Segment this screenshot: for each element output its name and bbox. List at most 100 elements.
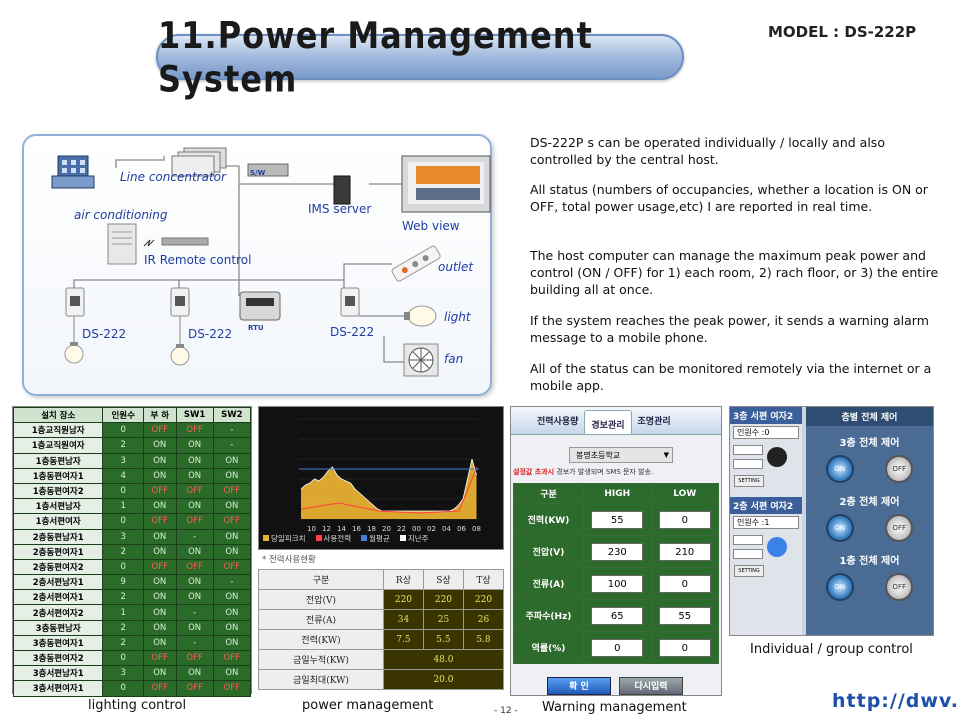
status-cell[interactable]: ON <box>142 604 177 621</box>
status-cell[interactable]: ON <box>175 589 214 606</box>
status-cell[interactable]: OFF <box>142 422 177 439</box>
location-cell: 1층서편남자 <box>12 498 104 515</box>
status-cell[interactable]: OFF <box>175 649 214 667</box>
status-cell[interactable]: ON <box>175 574 214 591</box>
threshold-label: 전압(V) <box>513 535 584 568</box>
status-cell[interactable]: ON <box>142 437 177 454</box>
building-icon <box>51 155 95 189</box>
threshold-low-input[interactable]: 0 <box>658 574 711 593</box>
status-cell[interactable]: ON <box>175 665 214 682</box>
floor-on-button[interactable]: ON <box>825 514 854 542</box>
system-diagram: Line concentrator S/W IMS server Web vie… <box>22 134 492 396</box>
status-cell[interactable]: ON <box>175 619 214 636</box>
status-cell[interactable]: ON <box>142 498 177 515</box>
status-cell[interactable]: ON <box>142 665 177 682</box>
tab-alarm-management[interactable]: 경보관리 <box>584 410 632 434</box>
power-value: 220 <box>422 589 464 610</box>
status-cell[interactable]: ON <box>212 589 252 606</box>
status-cell[interactable]: OFF <box>142 482 177 500</box>
status-cell[interactable]: OFF <box>175 558 214 576</box>
room-card-1-input-1[interactable] <box>733 445 763 455</box>
status-cell[interactable]: OFF <box>142 649 177 667</box>
legend-item: 지난주 <box>399 533 429 544</box>
status-cell[interactable]: OFF <box>212 649 252 667</box>
room-card-1-setting-button[interactable]: SETTING <box>734 475 764 487</box>
ir-remote-icon <box>161 237 209 246</box>
status-cell[interactable]: ON <box>212 604 252 621</box>
status-cell[interactable]: ON <box>175 437 214 454</box>
status-cell[interactable]: ON <box>142 543 177 560</box>
status-cell[interactable]: OFF <box>212 558 252 576</box>
status-cell[interactable]: - <box>212 437 252 454</box>
floor-off-button[interactable]: OFF <box>885 514 914 542</box>
status-cell[interactable]: ON <box>212 452 252 469</box>
status-cell[interactable]: ON <box>142 528 177 545</box>
line-concentrator-label: Line concentrator <box>120 170 226 184</box>
reenter-button[interactable]: 다시입력 <box>619 677 683 695</box>
status-cell[interactable]: OFF <box>212 482 252 500</box>
floor-on-button[interactable]: ON <box>825 455 854 483</box>
room-card-1-input-2[interactable] <box>733 459 763 469</box>
status-cell[interactable]: ON <box>212 467 252 484</box>
tab-power-usage[interactable]: 전력사용량 <box>537 417 579 427</box>
site-url[interactable]: http://dwv.kr <box>832 690 960 712</box>
threshold-low-input[interactable]: 55 <box>658 606 711 625</box>
room-card-2-setting-button[interactable]: SETTING <box>734 565 764 577</box>
status-cell[interactable]: OFF <box>175 422 214 439</box>
status-cell[interactable]: ON <box>212 665 252 682</box>
status-cell[interactable]: OFF <box>142 680 177 697</box>
status-indicator-on <box>767 537 787 557</box>
floor-off-button[interactable]: OFF <box>885 455 914 483</box>
status-cell[interactable]: ON <box>142 589 177 606</box>
threshold-high-input[interactable]: 100 <box>591 574 644 593</box>
status-cell[interactable]: OFF <box>175 482 214 500</box>
status-cell[interactable]: ON <box>175 498 214 515</box>
legend-swatch <box>399 535 406 541</box>
room-card-2-input-1[interactable] <box>733 535 763 545</box>
threshold-low-input[interactable]: 0 <box>658 638 711 657</box>
lighting-caption: lighting control <box>88 698 187 713</box>
threshold-high-input[interactable]: 55 <box>591 510 644 529</box>
confirm-button[interactable]: 확 인 <box>547 677 611 695</box>
threshold-high-input[interactable]: 0 <box>591 638 644 657</box>
status-cell[interactable]: ON <box>142 467 177 484</box>
status-cell[interactable]: ON <box>142 574 177 591</box>
threshold-high-input[interactable]: 230 <box>591 542 644 561</box>
description-paragraph-3: The host computer can manage the maximum… <box>530 248 939 297</box>
status-cell[interactable]: OFF <box>142 513 177 530</box>
status-cell[interactable]: ON <box>175 467 214 484</box>
status-cell[interactable]: OFF <box>175 680 214 697</box>
status-cell[interactable]: - <box>175 634 214 652</box>
school-select[interactable]: 봉명초등학교 ▼ <box>569 447 673 463</box>
status-cell[interactable]: ON <box>212 619 252 636</box>
room-card-2-input-2[interactable] <box>733 549 763 559</box>
status-cell[interactable]: ON <box>212 634 252 652</box>
status-cell[interactable]: OFF <box>142 558 177 576</box>
status-cell[interactable]: ON <box>142 619 177 636</box>
status-cell[interactable]: ON <box>142 452 177 469</box>
status-cell[interactable]: - <box>175 604 214 621</box>
threshold-low-input[interactable]: 0 <box>658 510 711 529</box>
location-cell: 2층동편여자1 <box>12 543 104 560</box>
status-cell[interactable]: - <box>212 422 252 439</box>
status-cell[interactable]: ON <box>212 498 252 515</box>
alarm-note: 설정값 초과시 경보가 발생되며 SMS 문자 발송. <box>513 467 721 477</box>
status-cell[interactable]: ON <box>212 528 252 545</box>
status-cell[interactable]: OFF <box>212 680 252 697</box>
status-cell[interactable]: ON <box>212 543 252 560</box>
floor-off-button[interactable]: OFF <box>885 573 914 601</box>
status-cell[interactable]: ON <box>142 634 177 652</box>
status-cell[interactable]: ON <box>175 543 214 560</box>
status-cell[interactable]: - <box>175 528 214 545</box>
tab-lighting-management[interactable]: 조명관리 <box>637 417 671 427</box>
status-cell[interactable]: ON <box>175 452 214 469</box>
status-cell[interactable]: OFF <box>212 513 252 530</box>
status-cell[interactable]: OFF <box>175 513 214 530</box>
threshold-high-input[interactable]: 65 <box>591 606 644 625</box>
floor-control-label: 1층 전체 제어 <box>839 556 900 567</box>
threshold-low-input[interactable]: 210 <box>658 542 711 561</box>
floor-on-button[interactable]: ON <box>825 573 854 601</box>
status-cell[interactable]: - <box>212 574 252 591</box>
